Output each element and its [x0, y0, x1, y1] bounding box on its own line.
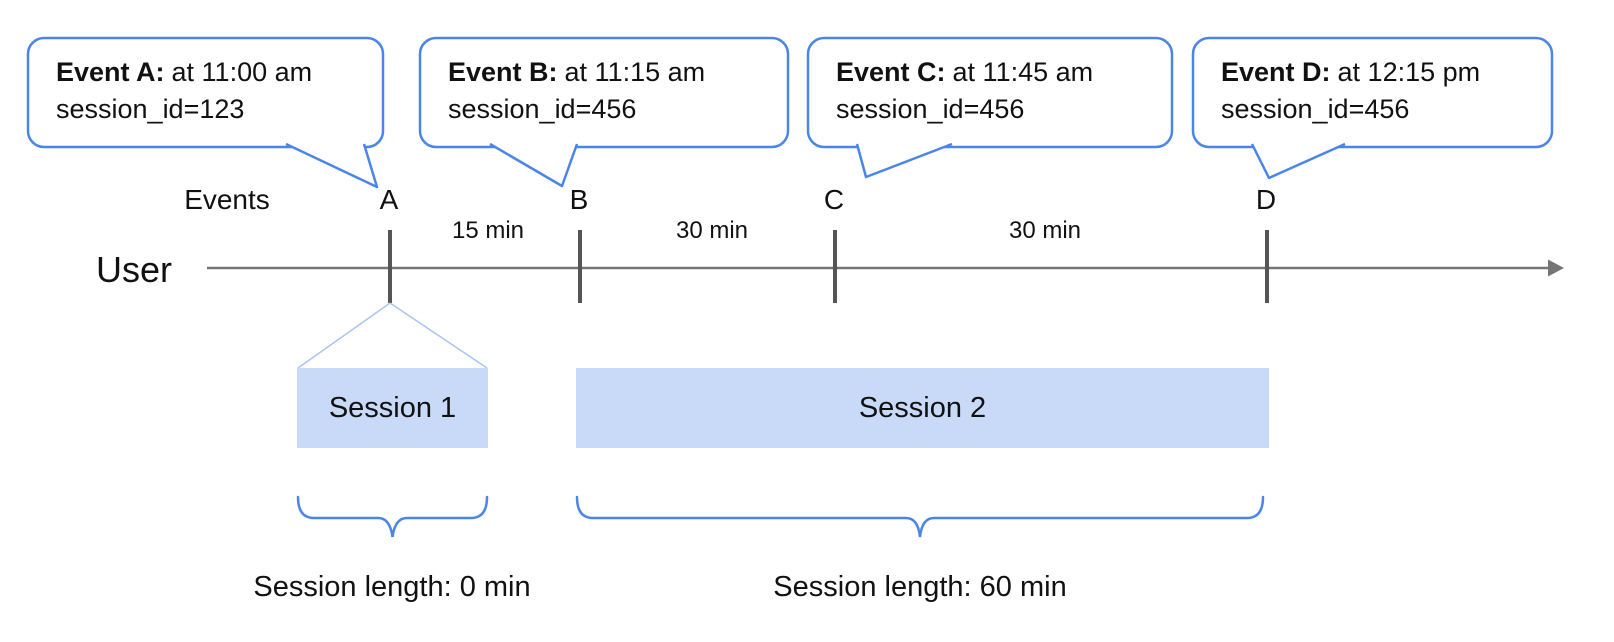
- session-1-length-label: Session length: 0 min: [253, 571, 531, 603]
- event-b-title: Event B:: [448, 57, 558, 87]
- event-a-title: Event A:: [56, 57, 165, 87]
- session-2-box: Session 2: [576, 368, 1269, 448]
- event-c-title: Event C:: [836, 57, 946, 87]
- event-c-time: at 11:45 am: [952, 57, 1094, 87]
- event-b-time-line: Event B:at 11:15 am: [448, 54, 705, 91]
- event-a-time: at 11:00 am: [171, 57, 313, 87]
- event-d-callout-bubble: [1191, 36, 1554, 149]
- session-1-funnel-line-left: [297, 302, 391, 369]
- timeline-arrowhead: [1548, 259, 1564, 277]
- user-axis-label: User: [96, 249, 173, 290]
- interval-b-c-label: 30 min: [675, 217, 749, 244]
- event-c-time-line: Event C:at 11:45 am: [836, 54, 1093, 91]
- session-2-name: Session 2: [858, 391, 987, 424]
- interval-a-b-label: 15 min: [451, 217, 525, 244]
- event-d-marker-label: D: [1255, 184, 1277, 215]
- event-c-session-id: session_id=456: [836, 94, 1025, 124]
- event-d-callout-text: Event D:at 12:15 pm session_id=456: [1221, 54, 1480, 128]
- session-1-brace: [296, 495, 489, 538]
- event-b-session-id: session_id=456: [448, 94, 637, 124]
- event-a-session-id: session_id=123: [56, 94, 245, 124]
- event-a-callout-text: Event A:at 11:00 am session_id=123: [56, 54, 312, 128]
- event-b-callout-tail: [489, 142, 579, 188]
- event-d-time: at 12:15 pm: [1337, 57, 1481, 87]
- event-a-callout-bubble: [26, 36, 385, 149]
- event-c-callout-tail: [855, 142, 953, 179]
- event-b-marker-label: B: [569, 184, 589, 215]
- session-2-length-label: Session length: 60 min: [773, 571, 1067, 603]
- event-a-callout-tail: [285, 142, 379, 189]
- event-b-time: at 11:15 am: [564, 57, 706, 87]
- event-b-callout-text: Event B:at 11:15 am session_id=456: [448, 54, 705, 128]
- event-c-callout-text: Event C:at 11:45 am session_id=456: [836, 54, 1093, 128]
- event-d-title: Event D:: [1221, 57, 1331, 87]
- event-d-time-line: Event D:at 12:15 pm: [1221, 54, 1480, 91]
- session-1-name: Session 1: [328, 391, 457, 424]
- interval-c-d-label: 30 min: [1008, 217, 1082, 244]
- session-2-brace: [575, 495, 1265, 538]
- session-1-box: Session 1: [297, 368, 488, 448]
- event-d-callout-tail: [1250, 142, 1346, 180]
- event-b-callout-bubble: [418, 36, 790, 149]
- events-axis-label: Events: [184, 184, 270, 215]
- event-c-marker-label: C: [823, 184, 845, 215]
- event-c-callout-bubble: [806, 36, 1174, 149]
- event-a-marker-label: A: [379, 184, 399, 215]
- session-1-funnel-line-right: [389, 302, 488, 369]
- event-a-time-line: Event A:at 11:00 am: [56, 54, 312, 91]
- event-d-session-id: session_id=456: [1221, 94, 1410, 124]
